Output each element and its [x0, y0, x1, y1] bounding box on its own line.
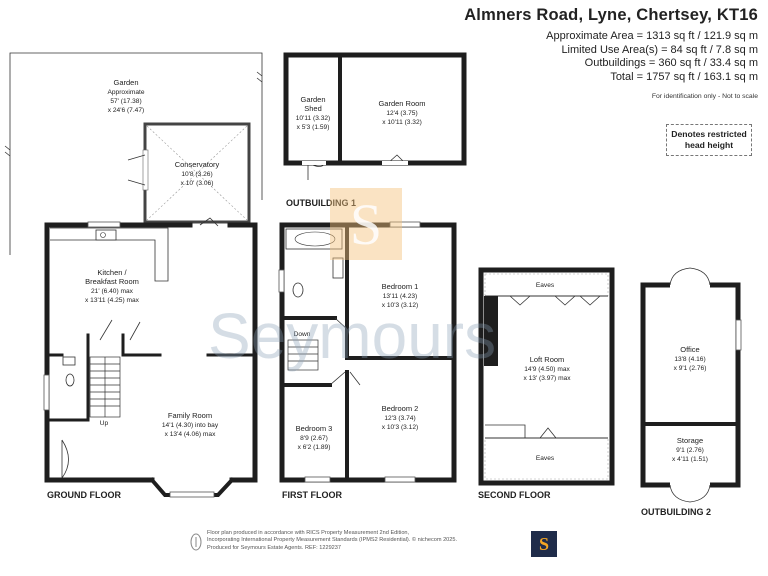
garden-room-dim-2: x 10'11 (3.32): [382, 119, 422, 126]
outbuilding-1-plan: [283, 52, 467, 180]
office-dim-1: 13'8 (4.16): [674, 356, 705, 363]
kitchen-dim-1: 21' (6.40) max: [91, 288, 134, 295]
restricted-key-line-2: head height: [684, 140, 734, 150]
kitchen-label: Kitchen /: [97, 268, 127, 277]
first-floor-label: FIRST FLOOR: [282, 490, 342, 500]
footer-line-1: Floor plan produced in accordance with R…: [207, 530, 410, 536]
second-floor-label: SECOND FLOOR: [478, 490, 551, 500]
shed-label: Garden: [300, 95, 325, 104]
outbuilding-1-label: OUTBUILDING 1: [286, 198, 356, 208]
eaves-bottom-label: Eaves: [536, 455, 555, 462]
office-label: Office: [680, 345, 699, 354]
restricted-key-line-1: Denotes restricted: [671, 129, 747, 139]
shed-label-2: Shed: [304, 104, 322, 113]
bedroom-3-dim-2: x 6'2 (1.89): [298, 444, 331, 451]
area-approximate: Approximate Area = 1313 sq ft / 121.9 sq…: [546, 30, 758, 42]
restricted-head-height-key: Denotes restricted head height: [666, 124, 752, 156]
shed-dim-1: 10'11 (3.32): [296, 115, 331, 122]
seymours-logo-badge: S: [531, 531, 557, 557]
loft-room-dim-1: 14'9 (4.50) max: [524, 366, 570, 373]
bedroom-2-label: Bedroom 2: [382, 404, 419, 413]
outbuilding-2-plan: [640, 267, 742, 503]
garden-room-dim-1: 12'4 (3.75): [386, 110, 417, 117]
ground-floor-plan: [43, 217, 258, 498]
storage-label: Storage: [677, 436, 703, 445]
bedroom-1-label: Bedroom 1: [382, 282, 419, 291]
footer-credits: Floor plan produced in accordance with R…: [207, 530, 507, 552]
kitchen-dim-2: x 13'11 (4.25) max: [85, 297, 140, 304]
area-limited-use: Limited Use Area(s) = 84 sq ft / 7.8 sq …: [561, 43, 758, 56]
loft-room-label: Loft Room: [530, 355, 565, 364]
bedroom-3-label: Bedroom 3: [296, 424, 333, 433]
family-room-label: Family Room: [168, 411, 212, 420]
garden-area: [4, 52, 263, 255]
area-outbuildings: Outbuildings = 360 sq ft / 33.4 sq m: [584, 57, 758, 69]
bedroom-1-dim-1: 13'11 (4.23): [383, 293, 418, 300]
outbuilding-2-label: OUTBUILDING 2: [641, 507, 711, 517]
first-floor-plan: [278, 221, 457, 483]
eaves-top-label: Eaves: [536, 282, 555, 289]
family-room-dim-2: x 13'4 (4.06) max: [165, 431, 216, 438]
footer-line-3: Produced for Seymours Estate Agents. REF…: [207, 544, 342, 551]
ground-stairs-up-label: Up: [100, 420, 109, 427]
area-total: Total = 1757 sq ft / 163.1 sq m: [610, 70, 758, 83]
bedroom-1-dim-2: x 10'3 (3.12): [382, 302, 418, 309]
storage-dim-2: x 4'11 (1.51): [672, 456, 708, 463]
garden-dim-2: x 24'6 (7.47): [108, 107, 144, 114]
first-stairs-down-label: Down: [294, 331, 311, 338]
bedroom-2-dim-1: 12'3 (3.74): [384, 415, 415, 422]
loft-room-dim-2: x 13' (3.97) max: [523, 375, 571, 382]
storage-dim-1: 9'1 (2.76): [676, 447, 704, 454]
scale-disclaimer: For identification only - Not to scale: [651, 93, 758, 100]
second-floor-plan: [478, 267, 615, 486]
conservatory-label: Conservatory: [175, 160, 220, 169]
garden-room-label: Garden Room: [378, 99, 425, 108]
family-room-dim-1: 14'1 (4.30) into bay: [162, 422, 219, 429]
ground-floor-label: GROUND FLOOR: [47, 490, 121, 500]
bedroom-3-dim-1: 8'9 (2.67): [300, 435, 328, 442]
conservatory-walls: [127, 122, 251, 224]
shed-dim-2: x 5'3 (1.59): [297, 124, 330, 131]
conservatory-dim-2: x 10' (3.06): [181, 180, 214, 187]
footer-line-2: Incorporating International Property Mea…: [207, 537, 458, 544]
measurement-standard-icon: [190, 533, 202, 551]
garden-dim-1: 57' (17.38): [110, 98, 141, 105]
garden-label-2: Approximate: [107, 89, 144, 96]
conservatory-dim-1: 10'8 (3.26): [181, 171, 212, 178]
office-dim-2: x 9'1 (2.76): [674, 365, 707, 372]
property-title: Almners Road, Lyne, Chertsey, KT16: [464, 6, 758, 24]
garden-label: Garden: [113, 78, 138, 87]
bedroom-2-dim-2: x 10'3 (3.12): [382, 424, 418, 431]
kitchen-label-2: Breakfast Room: [85, 277, 139, 286]
